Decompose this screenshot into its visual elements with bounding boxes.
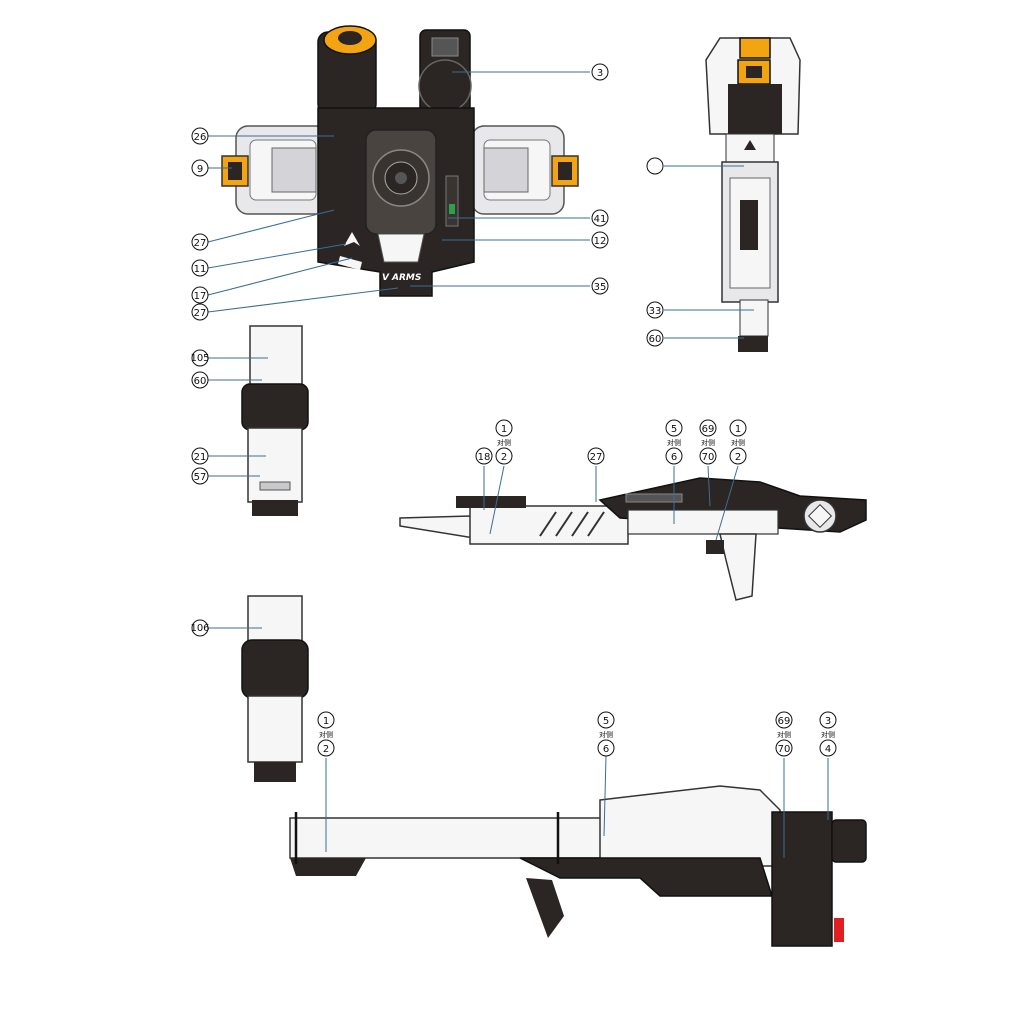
- callout-35: 35: [591, 277, 609, 295]
- callout-6-rifle: 6: [665, 447, 683, 465]
- callout-6-bazooka: 6: [597, 739, 615, 757]
- svg-text:27: 27: [590, 452, 603, 463]
- svg-text:18: 18: [478, 452, 491, 463]
- callout-11: 11: [191, 259, 209, 277]
- callout-27-rifle: 27: [587, 447, 605, 465]
- callout-21: 21: [191, 447, 209, 465]
- callout-17: 17: [191, 286, 209, 304]
- svg-text:9: 9: [197, 164, 203, 175]
- callout-2-rifle-b: 2: [729, 447, 747, 465]
- callout-27-upper: 27: [191, 233, 209, 251]
- svg-text:69: 69: [702, 424, 715, 435]
- svg-text:4: 4: [825, 744, 831, 755]
- callout-70-bazooka: 70: [775, 739, 793, 757]
- callout-9: 9: [191, 159, 209, 177]
- svg-text:12: 12: [594, 236, 607, 247]
- hyper-bazooka: [289, 785, 867, 947]
- callouts: 3 26 9 27 11 17 27 41 12 35 33 60 105 60…: [190, 63, 837, 757]
- brand-logo: V ARMS: [382, 273, 421, 283]
- svg-text:2: 2: [501, 452, 507, 463]
- callout-18: 18: [475, 447, 493, 465]
- svg-text:33: 33: [649, 306, 662, 317]
- svg-text:对侧: 对侧: [701, 438, 715, 447]
- callout-12: 12: [591, 231, 609, 249]
- svg-text:6: 6: [603, 744, 609, 755]
- callout-60-right: 60: [646, 329, 664, 347]
- svg-text:6: 6: [671, 452, 677, 463]
- svg-text:对侧: 对侧: [821, 730, 835, 739]
- brand-text: ARMS: [391, 273, 421, 283]
- svg-text:1: 1: [501, 424, 507, 435]
- callout-26: 26: [191, 127, 209, 145]
- callout-1-rifle-b: 1 对侧: [729, 419, 747, 447]
- svg-text:3: 3: [597, 68, 603, 79]
- svg-text:27: 27: [194, 308, 207, 319]
- svg-text:2: 2: [735, 452, 741, 463]
- svg-text:27: 27: [194, 238, 207, 249]
- svg-text:对侧: 对侧: [319, 730, 333, 739]
- svg-text:17: 17: [194, 291, 207, 302]
- callout-57: 57: [191, 467, 209, 485]
- brand-mark: V: [382, 273, 390, 283]
- svg-text:5: 5: [603, 716, 609, 727]
- callout-1-rifle-a: 1 对侧: [495, 419, 513, 447]
- svg-text:70: 70: [702, 452, 715, 463]
- svg-text:69: 69: [778, 716, 791, 727]
- callout-105: 105: [190, 349, 210, 367]
- callout-60-left: 60: [191, 371, 209, 389]
- svg-text:35: 35: [594, 282, 607, 293]
- forearm-part-upper: [241, 325, 309, 516]
- backpack-front-view: V ARMS: [221, 25, 579, 297]
- beam-rifle: [399, 477, 867, 601]
- callout-41: 41: [591, 209, 609, 227]
- callout-33: 33: [646, 301, 664, 319]
- callout-106: 106: [190, 619, 210, 637]
- svg-text:60: 60: [194, 376, 207, 387]
- callout-empty: [646, 157, 664, 175]
- callout-69-rifle: 69 对侧: [699, 419, 717, 447]
- a-emblem-decal: [344, 232, 360, 246]
- svg-text:对侧: 对侧: [667, 438, 681, 447]
- backpack-side-view: [705, 37, 801, 352]
- svg-text:105: 105: [190, 353, 209, 364]
- svg-text:57: 57: [194, 472, 207, 483]
- backpack-left-wing: [221, 125, 329, 215]
- backpack-left-thruster: [317, 25, 377, 115]
- leader-lines: [207, 71, 829, 858]
- backpack-main-body: [317, 107, 475, 297]
- svg-text:1: 1: [323, 716, 329, 727]
- svg-text:26: 26: [194, 132, 207, 143]
- callout-5-bazooka: 5 对侧: [597, 711, 615, 739]
- callout-27-lower: 27: [191, 303, 209, 321]
- svg-text:2: 2: [323, 744, 329, 755]
- svg-text:对侧: 对侧: [497, 438, 511, 447]
- svg-text:对侧: 对侧: [599, 730, 613, 739]
- svg-text:3: 3: [825, 716, 831, 727]
- callout-3-bazooka: 3 对侧: [819, 711, 837, 739]
- svg-text:5: 5: [671, 424, 677, 435]
- callout-3-backpack: 3: [591, 63, 609, 81]
- callout-70-rifle: 70: [699, 447, 717, 465]
- svg-text:对侧: 对侧: [731, 438, 745, 447]
- forearm-part-lower: [241, 595, 309, 782]
- callout-5-rifle: 5 对侧: [665, 419, 683, 447]
- callout-2-bazooka: 2: [317, 739, 335, 757]
- svg-text:对侧: 对侧: [777, 730, 791, 739]
- svg-text:106: 106: [190, 623, 209, 634]
- callout-2-rifle-a: 2: [495, 447, 513, 465]
- backpack-right-wing: [471, 125, 579, 215]
- svg-text:41: 41: [594, 214, 607, 225]
- svg-text:1: 1: [735, 424, 741, 435]
- svg-text:60: 60: [649, 334, 662, 345]
- callout-1-bazooka: 1 对侧: [317, 711, 335, 739]
- svg-text:70: 70: [778, 744, 791, 755]
- callout-69-bazooka: 69 对侧: [775, 711, 793, 739]
- svg-text:11: 11: [194, 264, 207, 275]
- svg-text:21: 21: [194, 452, 207, 463]
- callout-4-bazooka: 4: [819, 739, 837, 757]
